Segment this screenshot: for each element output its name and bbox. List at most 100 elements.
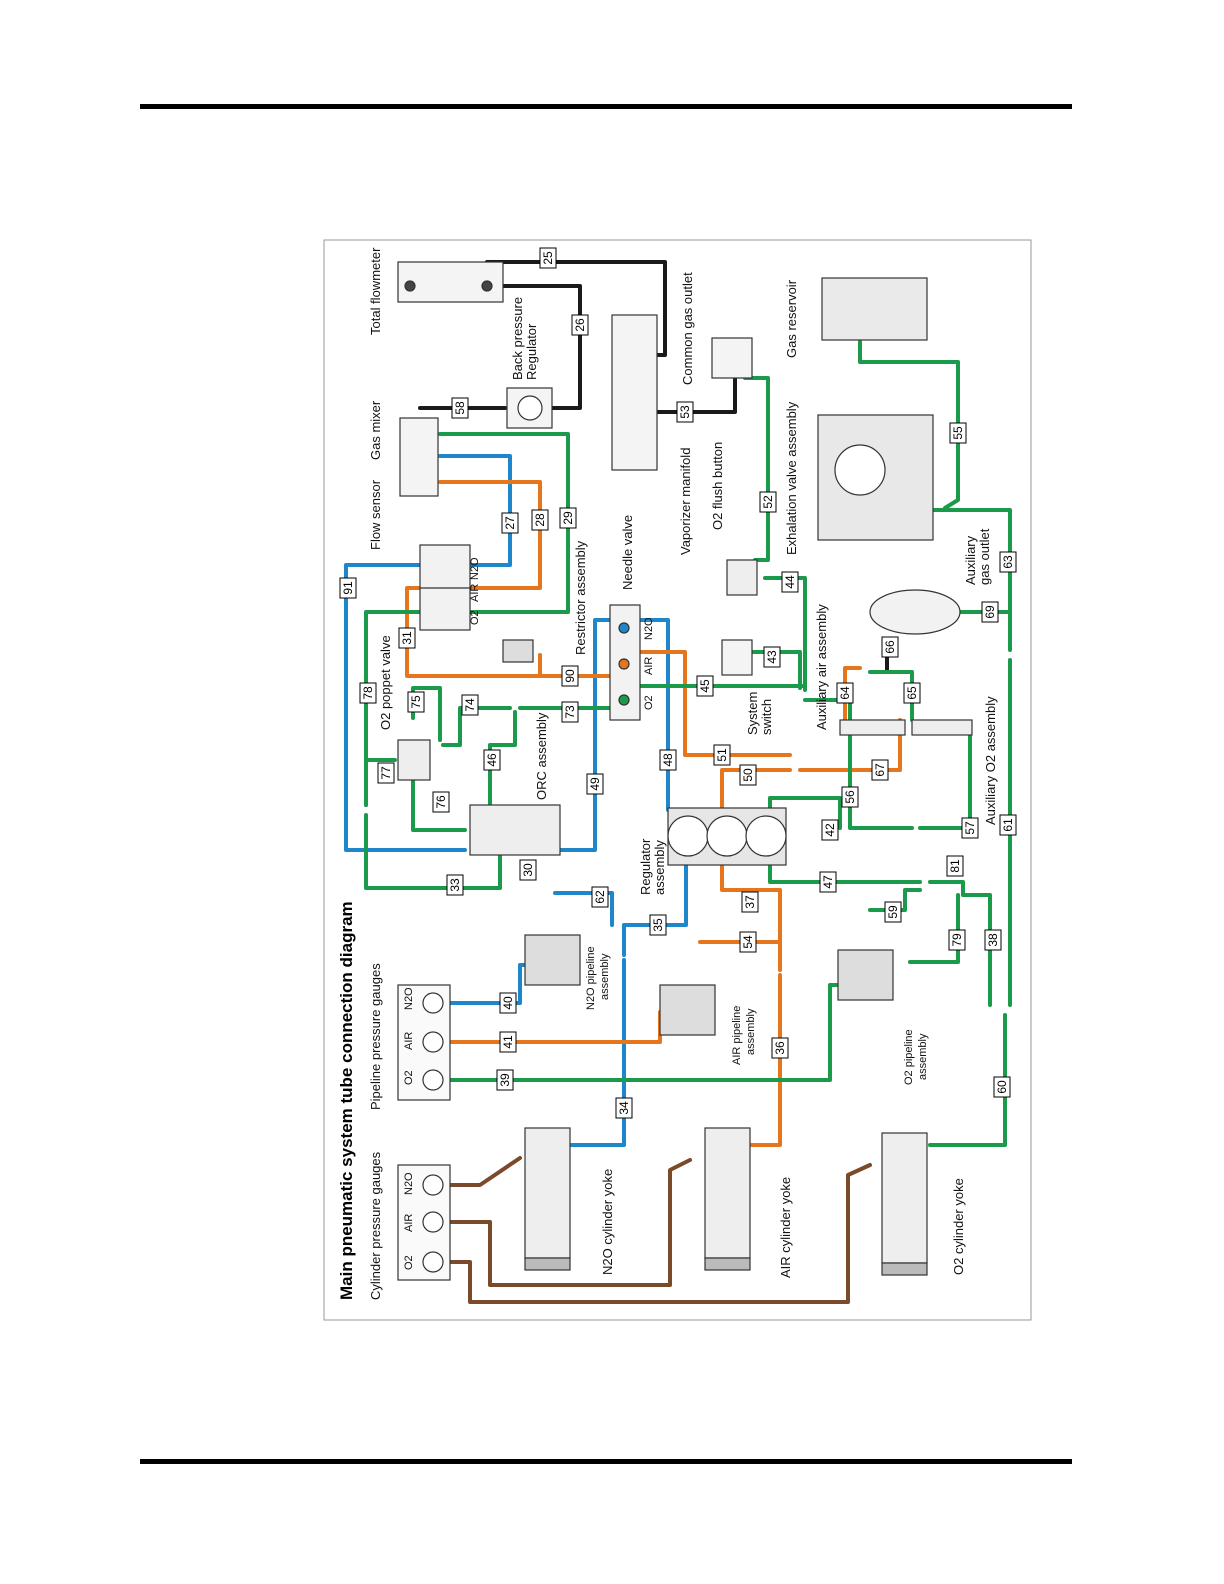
svg-text:55: 55 [951, 426, 965, 440]
label-o2-yoke: O2 cylinder yoke [951, 1178, 966, 1275]
tube-60 [928, 1013, 1007, 1147]
tube-tag-53: 53 [676, 401, 694, 423]
tube-tag-36: 36 [771, 1037, 789, 1059]
label-aux-gas-1: Auxiliary [963, 535, 978, 585]
svg-text:30: 30 [521, 863, 535, 877]
header-rule [140, 104, 1072, 109]
tube-tag-31: 31 [398, 627, 416, 649]
tube-tag-75: 75 [407, 691, 425, 713]
svg-text:40: 40 [501, 996, 515, 1010]
svg-text:43: 43 [765, 650, 779, 664]
diagram-title: Main pneumatic system tube connection di… [337, 901, 356, 1300]
label-o2-pipeline-2: assembly [917, 1033, 929, 1080]
tube-tag-50: 50 [739, 764, 757, 786]
svg-text:28: 28 [533, 513, 547, 527]
tube-tag-58: 58 [451, 397, 469, 419]
label-system-1: System [745, 692, 760, 735]
tube-36 [743, 973, 782, 1147]
tube-34 [568, 958, 626, 1147]
label-aux-gas-2: gas outlet [977, 528, 992, 585]
tube-77 [364, 758, 397, 807]
label-o2-pipeline-1: O2 pipeline [903, 1029, 915, 1085]
label-back-pressure-1: Back pressure [510, 297, 525, 380]
cylinder-gauge-air [422, 1211, 444, 1233]
svg-text:35: 35 [651, 918, 665, 932]
label-air-pipeline-2: assembly [745, 1008, 757, 1055]
tube-67 [798, 718, 902, 772]
system-switch [721, 639, 753, 676]
label-common-gas-outlet: Common gas outlet [680, 272, 695, 385]
label-o2-flush: O2 flush button [710, 442, 725, 530]
flow-label-n2o: N2O [469, 557, 481, 580]
svg-text:50: 50 [741, 768, 755, 782]
tube-44 [763, 576, 807, 692]
tube-50 [720, 768, 792, 810]
tube-tag-74: 74 [461, 694, 479, 716]
tube-tag-52: 52 [759, 491, 777, 513]
label-n2o-yoke: N2O cylinder yoke [600, 1169, 615, 1275]
diagram-frame [323, 239, 1032, 1321]
n2o-pipeline-assembly [524, 934, 581, 986]
svg-text:60: 60 [995, 1080, 1009, 1094]
tube-39 [431, 983, 857, 1082]
tube-tag-29: 29 [559, 507, 577, 529]
pipeline-gauge-air [422, 1031, 444, 1053]
label-back-pressure-2: Regulator [524, 323, 539, 380]
tube-78 [364, 610, 422, 807]
tube-27 [438, 454, 512, 567]
auxiliary-air-assembly [839, 719, 906, 736]
svg-text:78: 78 [361, 686, 375, 700]
tube-46 [488, 710, 517, 810]
label-vaporizer-manifold: Vaporizer manifold [678, 448, 693, 555]
tube-63 [928, 508, 1012, 652]
label-n2o-pipeline-2: assembly [599, 953, 611, 1000]
tube-tag-25: 25 [539, 247, 557, 269]
tube-tag-26: 26 [571, 314, 589, 336]
tube-74 [441, 706, 512, 747]
tube-tag-45: 45 [696, 675, 714, 697]
o2-flush-button [726, 559, 758, 596]
tube-tag-90: 90 [561, 665, 579, 687]
tube-33 [364, 813, 502, 890]
o2-poppet-valve [397, 739, 431, 781]
tube-tag-69: 69 [981, 601, 999, 623]
svg-text:39: 39 [498, 1073, 512, 1087]
label-air-yoke: AIR cylinder yoke [778, 1177, 793, 1278]
svg-text:46: 46 [485, 753, 499, 767]
tube-26 [485, 284, 582, 410]
svg-text:47: 47 [821, 875, 835, 889]
tube-tag-42: 42 [821, 819, 839, 841]
label-air-pipeline-1: AIR pipeline [731, 1006, 743, 1065]
label-exhalation-valve: Exhalation valve assembly [784, 401, 799, 555]
tube-tag-27: 27 [501, 512, 519, 534]
needle-label-n2o: N2O [643, 617, 655, 640]
svg-text:79: 79 [950, 933, 964, 947]
tube-tag-54: 54 [739, 931, 757, 953]
tube-tag-43: 43 [763, 646, 781, 668]
pipeline-gauge-o2 [422, 1069, 444, 1091]
svg-text:63: 63 [1001, 555, 1015, 569]
needle-label-o2: O2 [643, 695, 655, 710]
tube-tag-61: 61 [999, 814, 1017, 836]
o2-pipeline-assembly [837, 949, 894, 1001]
tube-gauge-o2 [431, 1163, 872, 1304]
tube-tag-78: 78 [359, 682, 377, 704]
svg-text:75: 75 [409, 695, 423, 709]
component-labels: Main pneumatic system tube connection di… [337, 247, 998, 1300]
svg-text:26: 26 [573, 318, 587, 332]
cylinder-gauge-label-n2o: N2O [403, 1172, 415, 1195]
tube-tag-49: 49 [586, 773, 604, 795]
svg-text:76: 76 [434, 795, 448, 809]
gas-reservoir [821, 277, 928, 341]
tube-tag-40: 40 [499, 992, 517, 1014]
flow-label-o2: O2 [469, 610, 481, 625]
tube-tag-51: 51 [713, 744, 731, 766]
svg-text:48: 48 [661, 753, 675, 767]
auxiliary-gas-outlet [869, 589, 961, 635]
svg-text:51: 51 [715, 748, 729, 762]
tube-52 [743, 376, 770, 562]
flow-label-air: AIR [469, 584, 481, 602]
label-cylinder-gauges: Cylinder pressure gauges [368, 1151, 383, 1300]
label-flow-sensor: Flow sensor [368, 479, 383, 550]
